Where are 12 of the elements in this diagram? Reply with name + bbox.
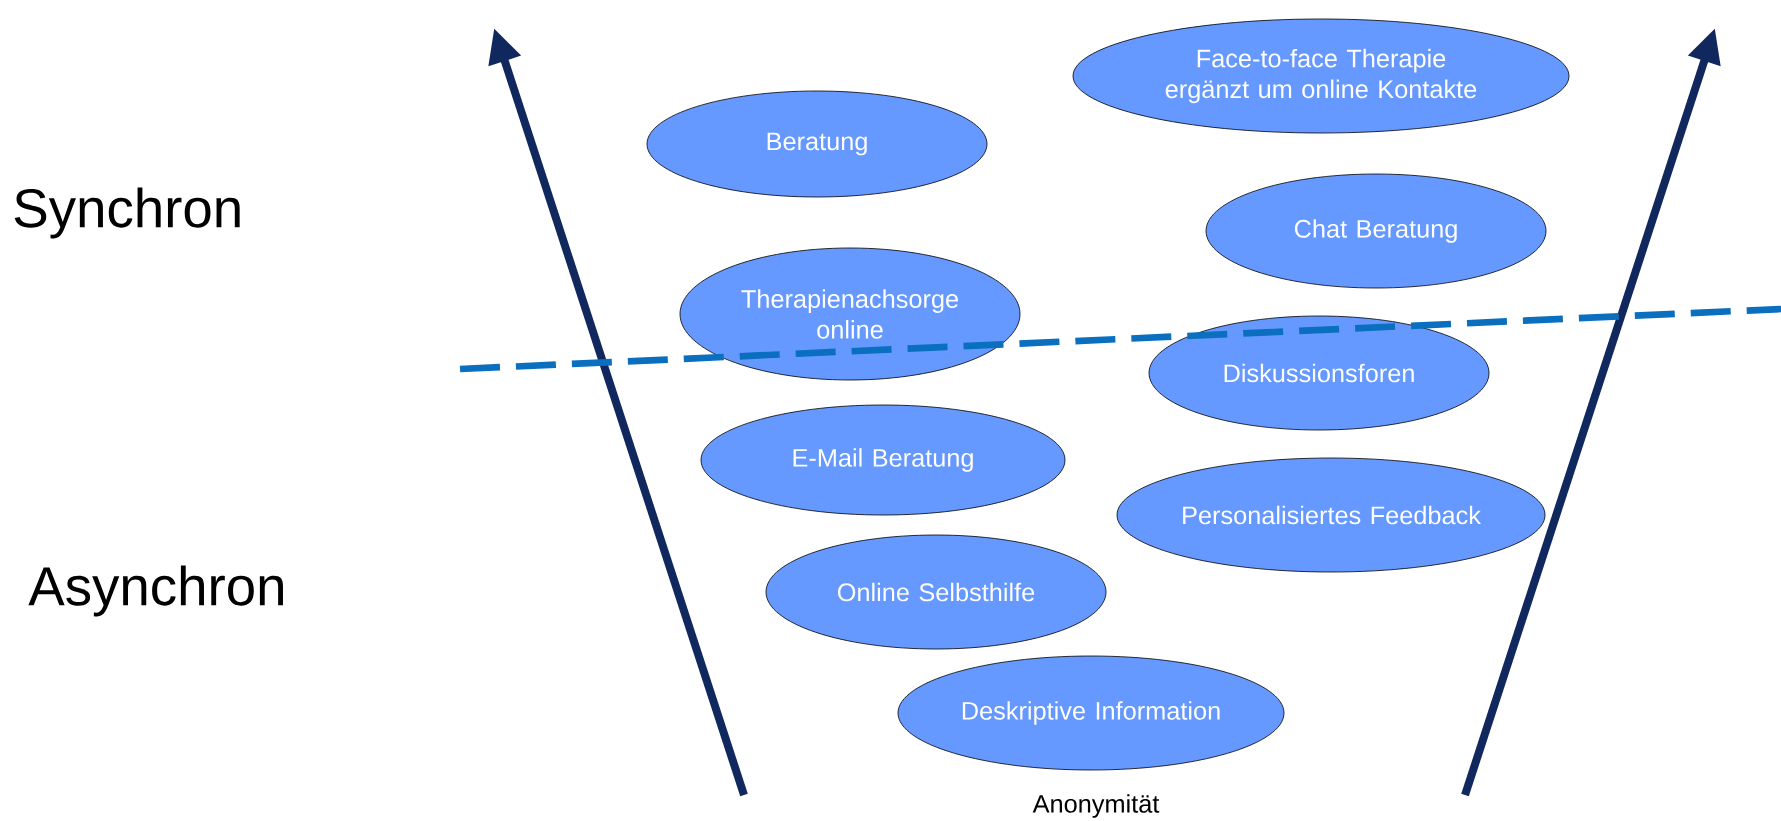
- ellipse-node: Beratung: [646, 90, 988, 198]
- ellipse-node: Therapienachsorge online: [679, 247, 1021, 381]
- ellipse-node: E-Mail Beratung: [700, 404, 1066, 516]
- axis-label: Anonymität: [1032, 794, 1160, 818]
- ellipse-node: Chat Beratung: [1205, 173, 1547, 289]
- axis-label: Asynchron: [28, 565, 283, 617]
- axis-label: Synchron: [14, 187, 240, 239]
- ellipse-node: Diskussionsforen: [1148, 315, 1490, 431]
- ellipse-node: Online Selbsthilfe: [765, 534, 1107, 650]
- ellipse-node: Personalisiertes Feedback: [1116, 457, 1546, 573]
- ellipse-node: Deskriptive Information: [897, 655, 1285, 771]
- ellipse-node: Face-to-face Therapie ergänzt um online Kontakte: [1072, 18, 1570, 134]
